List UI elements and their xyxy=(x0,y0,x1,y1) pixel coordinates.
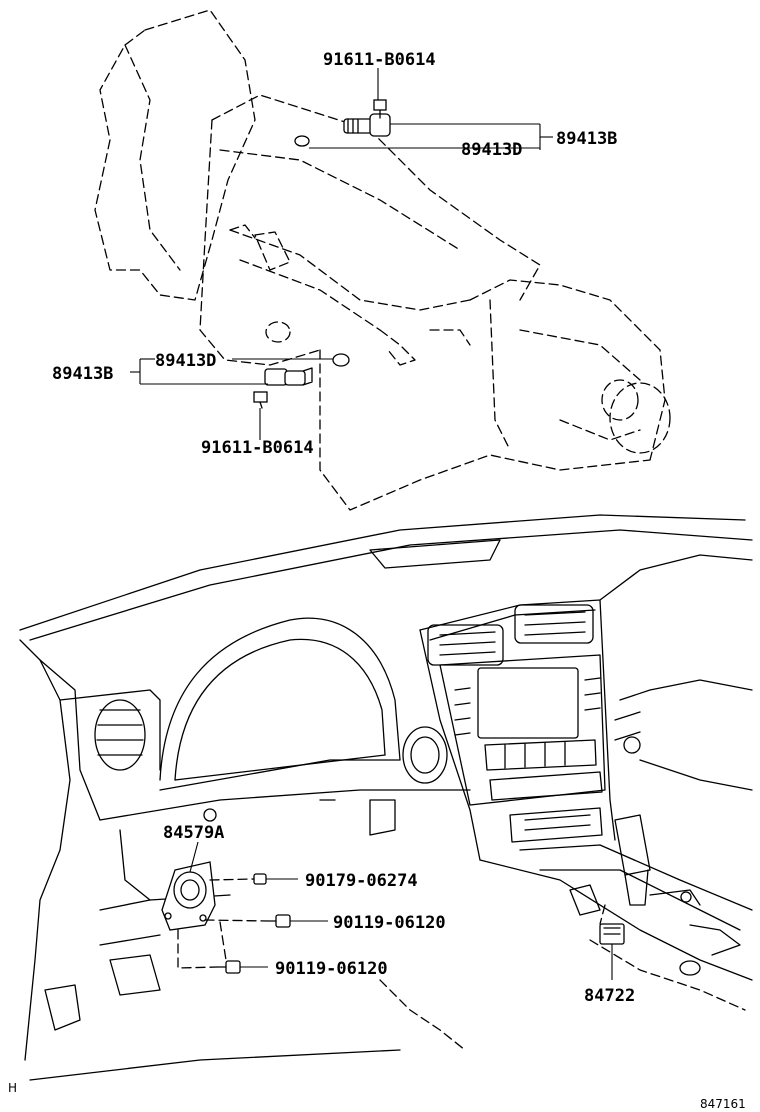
label-screw-90119-b: 90119-06120 xyxy=(275,959,388,979)
connector-84722 xyxy=(599,904,625,980)
bolt-lower xyxy=(253,391,268,409)
screw-90119-b xyxy=(177,921,268,974)
label-sensor-lower-group: 89413B xyxy=(52,364,113,384)
diagram-number: 847161 xyxy=(700,1097,746,1111)
label-clip-84579a: 84579A xyxy=(163,823,224,843)
transmission-outline xyxy=(94,9,671,511)
label-oring-lower: 89413D xyxy=(155,351,216,371)
clip-bracket-84579a xyxy=(161,841,216,931)
bolt-top xyxy=(373,99,387,119)
label-oring-top: 89413D xyxy=(461,140,522,160)
label-screw-90119-a: 90119-06120 xyxy=(333,913,446,933)
corner-mark: H xyxy=(8,1081,17,1095)
screw-90179 xyxy=(209,873,298,885)
label-bolt-top: 91611-B0614 xyxy=(323,50,436,70)
dashboard-outline xyxy=(19,514,753,1081)
label-sensor-top-group: 89413B xyxy=(556,129,617,149)
o-ring-lower xyxy=(332,353,350,367)
label-connector-84722: 84722 xyxy=(584,986,635,1006)
leader-lines-top xyxy=(130,68,553,440)
screw-90119-a xyxy=(204,914,328,928)
o-ring-top xyxy=(294,135,310,147)
label-screw-90179: 90179-06274 xyxy=(305,871,418,891)
speed-sensor-lower xyxy=(264,367,313,386)
label-bolt-lower: 91611-B0614 xyxy=(201,438,314,458)
speed-sensor-top xyxy=(343,113,391,137)
